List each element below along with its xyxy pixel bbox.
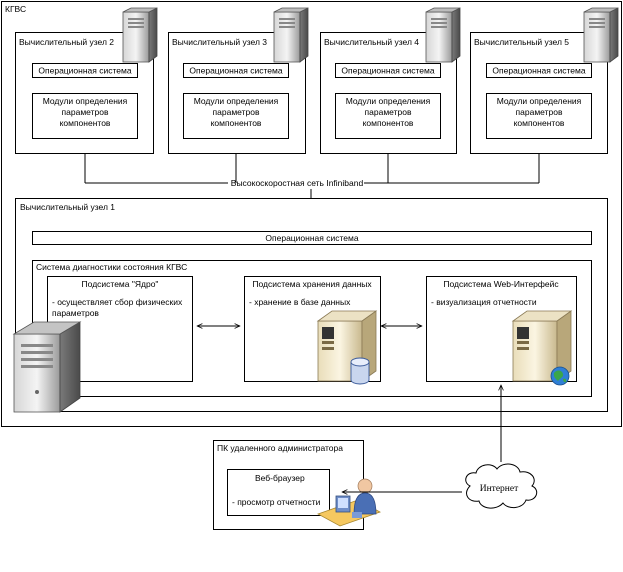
server-icon-node-2 — [122, 7, 158, 63]
node-5-modules-l3: компонентов — [514, 118, 565, 128]
browser-desc: - просмотр отчетности — [232, 497, 321, 507]
node-3: Вычислительный узел 3 Операционная систе… — [168, 32, 306, 154]
node-5-modules-l2: параметров — [516, 107, 563, 117]
web-subsystem-title: Подсистема Web-Интерфейс — [443, 279, 559, 289]
internet-cloud: Интернет — [465, 463, 538, 509]
cluster-title: КГВС — [5, 4, 26, 14]
infiniband-label: Высокоскоростная сеть Infiniband — [231, 178, 364, 188]
node-3-title: Вычислительный узел 3 — [172, 37, 267, 47]
web-server-icon — [511, 310, 573, 382]
infiniband-network: Высокоскоростная сеть Infiniband — [84, 153, 540, 198]
storage-subsystem-title: Подсистема хранения данных — [252, 279, 372, 289]
node-1-title: Вычислительный узел 1 — [20, 202, 115, 212]
node-1-os: Операционная система — [265, 233, 358, 243]
admin-user-icon — [317, 478, 381, 527]
database-icon — [350, 357, 370, 385]
node-4-title: Вычислительный узел 4 — [324, 37, 419, 47]
node-3-modules-l3: компонентов — [211, 118, 262, 128]
web-subsystem-desc: - визуализация отчетности — [431, 297, 537, 307]
remote-pc-title: ПК удаленного администратора — [217, 443, 343, 453]
server-icon-node-5 — [583, 7, 619, 63]
diag-system-title: Система диагностики состояния КГВС — [36, 262, 187, 272]
node-5-os: Операционная система — [492, 66, 585, 76]
node-5-title: Вычислительный узел 5 — [474, 37, 569, 47]
node-4-os: Операционная система — [341, 66, 434, 76]
node-4-modules-l3: компонентов — [363, 118, 414, 128]
node-2-os: Операционная система — [38, 66, 131, 76]
node-5-modules-l1: Модули определения — [497, 96, 582, 106]
node-1-os-box — [32, 231, 592, 245]
server-icon-node-3 — [273, 7, 309, 63]
browser-title: Веб-браузер — [255, 473, 305, 483]
browser-box — [227, 469, 330, 516]
node-2-modules-l2: параметров — [62, 107, 109, 117]
node-4-modules-l1: Модули определения — [346, 96, 431, 106]
node-3-os: Операционная система — [189, 66, 282, 76]
node-4-modules-l2: параметров — [365, 107, 412, 117]
node-3-modules-l2: параметров — [213, 107, 260, 117]
node-2-modules-l3: компонентов — [60, 118, 111, 128]
node-2-title: Вычислительный узел 2 — [19, 37, 114, 47]
node-2-modules-l1: Модули определения — [43, 96, 128, 106]
node-3-modules-l1: Модули определения — [194, 96, 279, 106]
core-subsystem-desc-2: параметров — [52, 308, 99, 318]
core-subsystem-title: Подсистема "Ядро" — [82, 279, 159, 289]
core-subsystem-desc-1: - осуществляет сбор физических — [52, 297, 183, 307]
globe-icon — [550, 366, 570, 386]
internet-label: Интернет — [480, 484, 519, 494]
node-2: Вычислительный узел 2 Операционная систе… — [15, 32, 154, 154]
server-icon-node-4 — [425, 7, 461, 63]
storage-subsystem-desc: - хранение в базе данных — [249, 297, 351, 307]
server-icon-node-1 — [12, 321, 82, 413]
